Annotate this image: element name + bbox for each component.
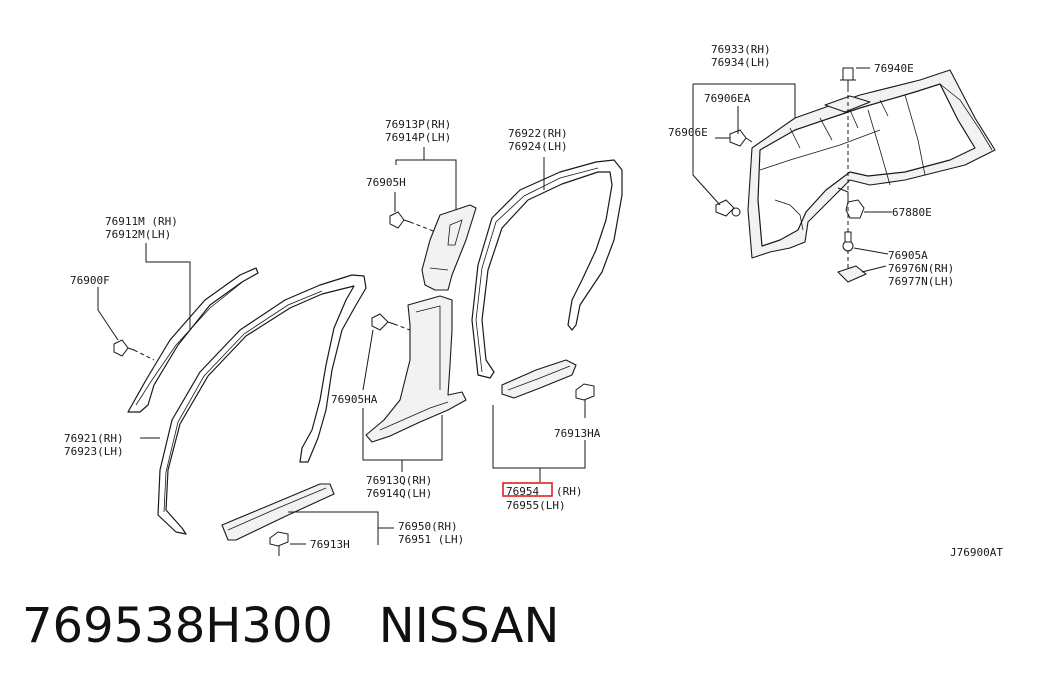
label-76914Q: 76914Q(LH) xyxy=(366,487,432,500)
label-76905A: 76905A xyxy=(888,249,928,262)
clip-76906E-icon xyxy=(715,199,741,217)
brand-name: NISSAN xyxy=(378,598,560,654)
label-76905H: 76905H xyxy=(366,176,406,189)
bracket-76976N-icon xyxy=(837,265,867,283)
kick-plate-76954 xyxy=(501,359,577,399)
label-76950: 76950(RH) xyxy=(398,520,458,533)
weatherstrip-76921 xyxy=(157,274,367,535)
label-76951: 76951 (LH) xyxy=(398,533,464,546)
clip-76913HA-icon xyxy=(575,383,595,418)
part-caption: 769538H300 NISSAN xyxy=(22,598,559,654)
retainer-67880E-icon xyxy=(837,187,865,219)
clip-76913H-icon xyxy=(269,531,289,556)
label-76922: 76922(RH) xyxy=(508,127,568,140)
clip-76905HA-icon xyxy=(371,313,395,331)
label-76911M: 76911M (RH) xyxy=(105,215,178,228)
label-76921: 76921(RH) xyxy=(64,432,124,445)
label-76912M: 76912M(LH) xyxy=(105,228,171,241)
clip-76900F-icon xyxy=(113,339,135,357)
diagram-code: J76900AT xyxy=(950,546,1003,559)
label-76940E: 76940E xyxy=(874,62,914,75)
label-67880E: 67880E xyxy=(892,206,932,219)
label-76976N: 76976N(RH) xyxy=(888,262,954,275)
label-76913P: 76913P(RH) xyxy=(385,118,451,131)
a-pillar-trim-76911M xyxy=(127,267,259,413)
label-76913Q: 76913Q(RH) xyxy=(366,474,432,487)
label-76933: 76933(RH) xyxy=(711,43,771,56)
label-76955: 76955(LH) xyxy=(506,499,566,512)
parts-diagram: 76933(RH) 76934(LH) 76906EA 76906E 76940… xyxy=(64,43,1003,559)
label-76906EA: 76906EA xyxy=(704,92,751,105)
label-76900F: 76900F xyxy=(70,274,110,287)
label-76954-code: 76954 xyxy=(506,485,539,498)
fastener-76940E-icon xyxy=(840,67,870,92)
label-76913HA: 76913HA xyxy=(554,427,601,440)
weatherstrip-76922 xyxy=(471,159,623,379)
part-number: 769538H300 xyxy=(22,598,333,654)
clip-76905H-icon xyxy=(389,211,411,229)
label-76954-side: (RH) xyxy=(556,485,583,498)
label-76906E: 76906E xyxy=(668,126,708,139)
pillar-trim-76913P xyxy=(421,204,477,291)
label-76977N: 76977N(LH) xyxy=(888,275,954,288)
quarter-trim-assembly xyxy=(747,69,996,259)
kick-plate-76950 xyxy=(221,483,335,541)
label-76934: 76934(LH) xyxy=(711,56,771,69)
label-76923: 76923(LH) xyxy=(64,445,124,458)
clip-76906EA-icon xyxy=(729,129,753,147)
label-76924: 76924(LH) xyxy=(508,140,568,153)
bolt-76905A-icon xyxy=(842,231,854,252)
pillar-trim-76913Q xyxy=(365,295,467,443)
label-76913H: 76913H xyxy=(310,538,350,551)
labels: 76933(RH) 76934(LH) 76906EA 76906E 76940… xyxy=(64,43,1003,559)
highlight-box xyxy=(502,482,553,497)
label-76914P: 76914P(LH) xyxy=(385,131,451,144)
label-76905HA: 76905HA xyxy=(331,393,378,406)
